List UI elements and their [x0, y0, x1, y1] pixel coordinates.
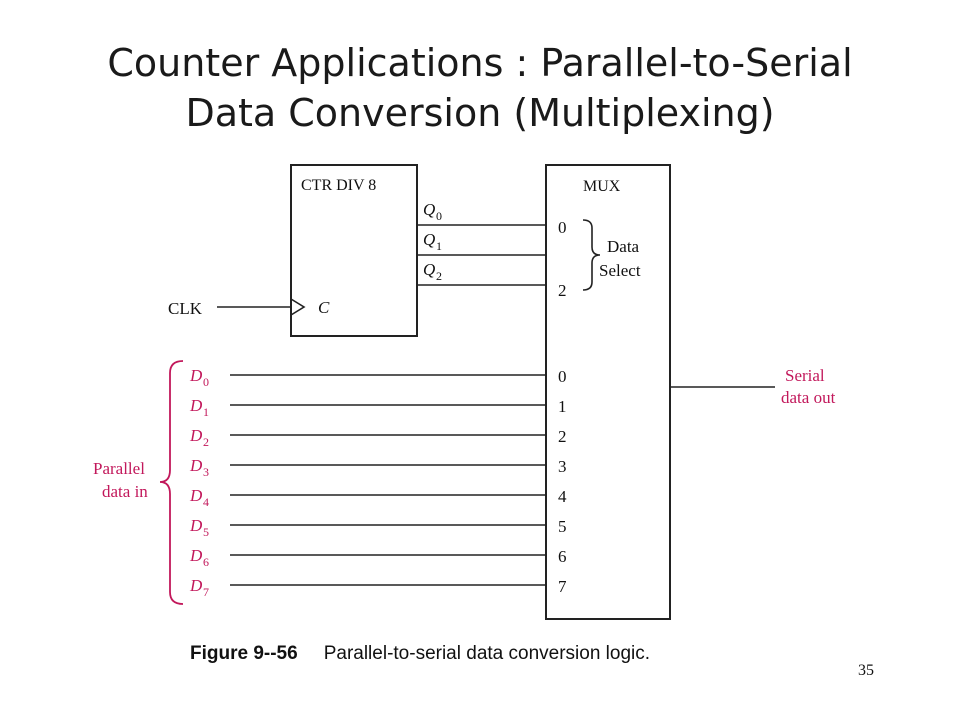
mux-label: MUX — [583, 178, 621, 195]
mux-pin-4: 4 — [558, 487, 567, 506]
data-input-labels: D D D D D D D D — [189, 366, 203, 595]
data-select-label-line1: Data — [607, 237, 640, 256]
mux-pin-1: 1 — [558, 397, 567, 416]
data-input-lines — [230, 374, 546, 586]
parallel-label-line1: Parallel — [93, 459, 145, 478]
parallel-label-line2: data in — [102, 482, 148, 501]
d4-label: D — [189, 486, 203, 505]
data-input-subscripts: 0 1 2 3 4 5 6 7 — [203, 375, 209, 599]
page-number: 35 — [858, 662, 874, 679]
svg-text:Q: Q — [423, 260, 435, 279]
d2-sub: 2 — [203, 435, 209, 449]
parallel-data-brace-icon — [159, 360, 184, 605]
mux-pin-5: 5 — [558, 517, 567, 536]
counter-label: CTR DIV 8 — [301, 177, 376, 194]
svg-text:Q: Q — [423, 200, 435, 219]
mux-pin-3: 3 — [558, 457, 567, 476]
clock-triangle-icon — [290, 298, 306, 316]
counter-output-q2: Q 2 — [423, 260, 442, 283]
figure-caption-text: Parallel-to-serial data conversion logic… — [323, 643, 651, 664]
clk-label: CLK — [168, 299, 203, 318]
title-line-2: Data Conversion (Multiplexing) — [185, 91, 775, 135]
figure-label: Figure 9--56 — [190, 643, 298, 664]
mux-block — [545, 164, 671, 620]
d2-label: D — [189, 426, 203, 445]
d0-label: D — [189, 366, 203, 385]
d3-sub: 3 — [203, 465, 209, 479]
mux-data-pins: 0 1 2 3 4 5 6 7 — [558, 367, 567, 596]
d7-sub: 7 — [203, 585, 209, 599]
select-pin-top: 0 — [558, 218, 567, 237]
d7-label: D — [189, 576, 203, 595]
d1-sub: 1 — [203, 405, 209, 419]
d6-sub: 6 — [203, 555, 209, 569]
d6-label: D — [189, 546, 203, 565]
figure-caption: Figure 9--56 Parallel-to-serial data conv… — [190, 643, 650, 665]
mux-pin-7: 7 — [558, 577, 567, 596]
counter-output-q0: Q 0 — [423, 200, 442, 223]
d5-label: D — [189, 516, 203, 535]
d1-label: D — [189, 396, 203, 415]
d5-sub: 5 — [203, 525, 209, 539]
svg-text:2: 2 — [436, 269, 442, 283]
title-line-1: Counter Applications : Parallel-to-Seria… — [107, 41, 853, 85]
counter-output-q1: Q 1 — [423, 230, 442, 253]
select-pin-bottom: 2 — [558, 281, 567, 300]
mux-pin-6: 6 — [558, 547, 567, 566]
d0-sub: 0 — [203, 375, 209, 389]
serial-label-line2: data out — [781, 388, 836, 407]
mux-pin-2: 2 — [558, 427, 567, 446]
mux-pin-0: 0 — [558, 367, 567, 386]
clock-input-label: C — [318, 298, 330, 317]
slide-title: Counter Applications : Parallel-to-Seria… — [0, 38, 960, 138]
serial-label-line1: Serial — [785, 366, 825, 385]
svg-text:1: 1 — [436, 239, 442, 253]
data-select-label-line2: Select — [599, 261, 641, 280]
data-select-brace-icon — [582, 219, 601, 291]
svg-text:0: 0 — [436, 209, 442, 223]
d4-sub: 4 — [203, 495, 209, 509]
d3-label: D — [189, 456, 203, 475]
counter-block — [290, 164, 418, 337]
svg-text:Q: Q — [423, 230, 435, 249]
